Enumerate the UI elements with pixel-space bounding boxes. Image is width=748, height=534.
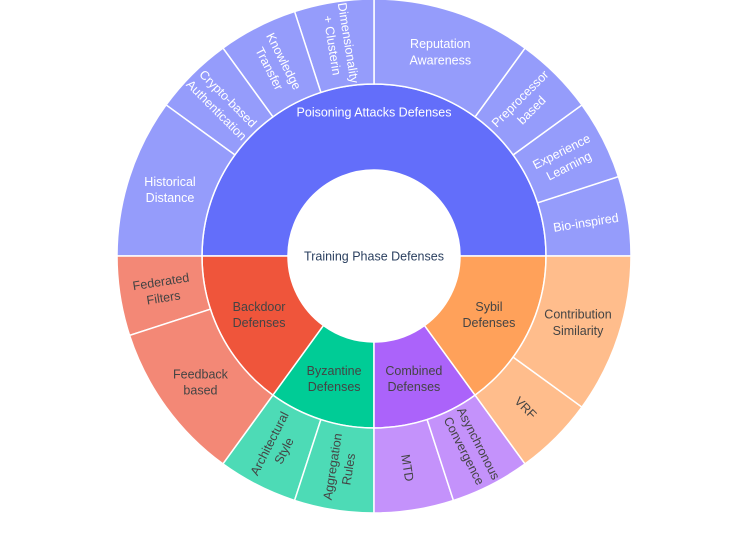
center-label: Training Phase Defenses bbox=[304, 250, 444, 264]
segment-reputation-awareness[interactable] bbox=[373, 0, 527, 118]
segment-label-poisoning-attacks-defenses: Poisoning Attacks Defenses bbox=[297, 105, 452, 119]
segment-label-mtd: MTD bbox=[398, 453, 416, 482]
segment-contribution-similarity[interactable] bbox=[512, 255, 632, 409]
